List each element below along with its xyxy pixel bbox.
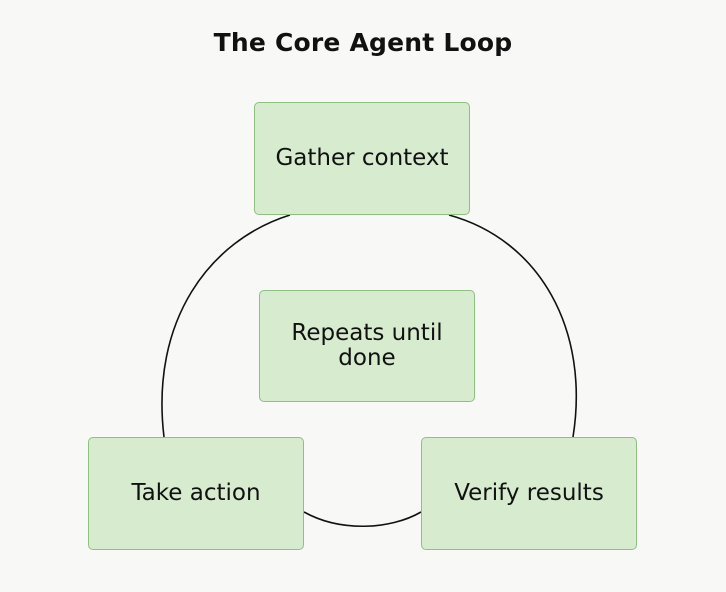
node-repeats-until-done-label: Repeats until done (291, 319, 443, 371)
node-gather-context: Gather context (254, 102, 470, 215)
node-take-action-label: Take action (131, 479, 261, 506)
diagram-title: The Core Agent Loop (213, 28, 513, 57)
loop-arc-bottom (303, 511, 422, 528)
node-gather-context-label: Gather context (275, 144, 449, 171)
loop-arc-top (161, 214, 291, 438)
node-verify-results: Verify results (421, 437, 637, 550)
node-take-action: Take action (88, 437, 304, 550)
loop-arc-right (448, 214, 578, 438)
node-repeats-until-done: Repeats until done (259, 290, 475, 402)
node-verify-results-label: Verify results (454, 479, 604, 506)
